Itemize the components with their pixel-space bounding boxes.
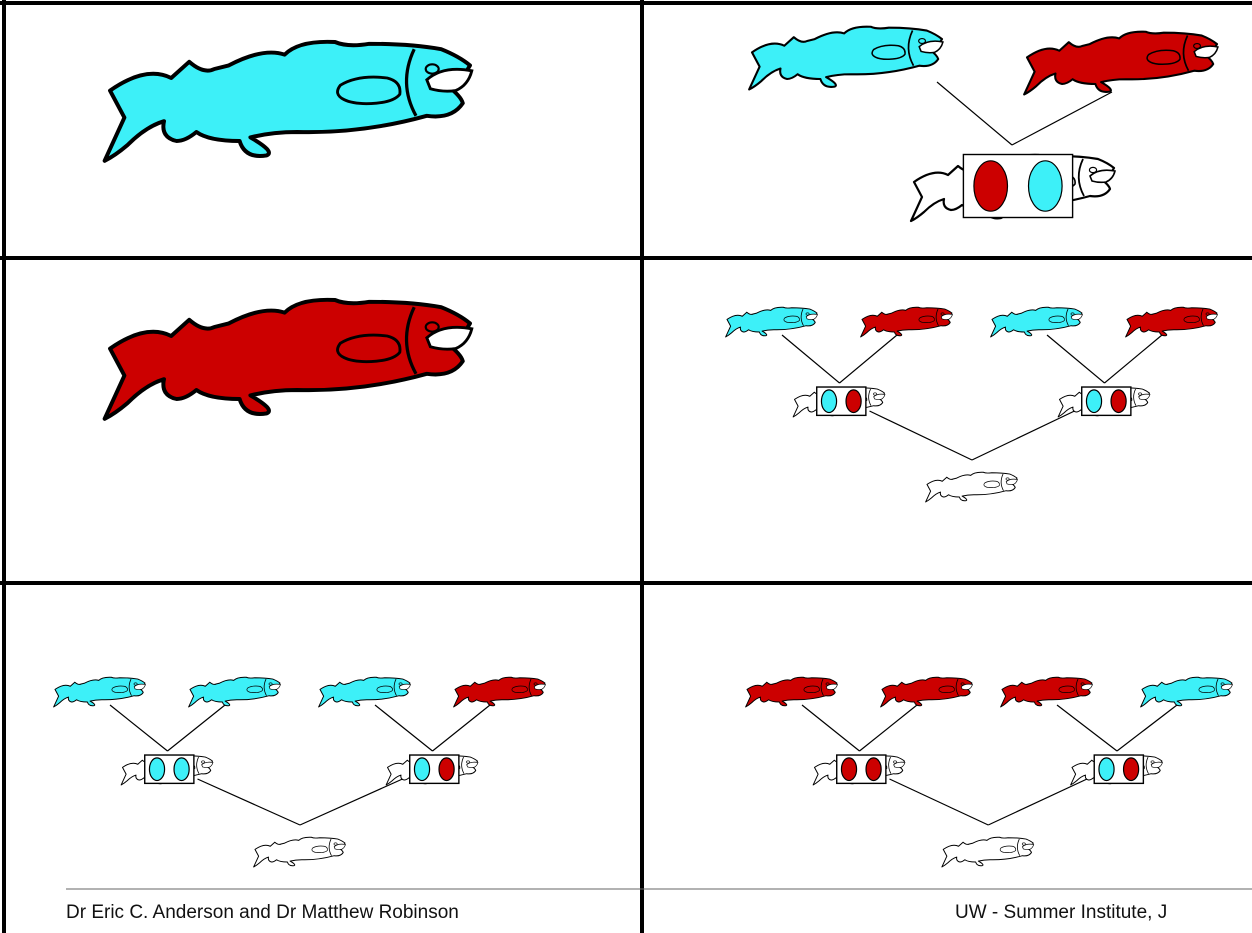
grandparent-fish-2 bbox=[188, 676, 281, 708]
allele-2 bbox=[1110, 389, 1127, 414]
line-p2 bbox=[987, 778, 1088, 826]
grandparent-fish-4 bbox=[453, 676, 546, 708]
parent-1 bbox=[120, 754, 214, 786]
allele-1 bbox=[973, 160, 1009, 212]
line-p1 bbox=[889, 778, 989, 826]
line-gp4 bbox=[432, 704, 491, 752]
parent-fish-1 bbox=[748, 25, 944, 91]
line-gp1 bbox=[801, 704, 860, 752]
line-p1 bbox=[869, 410, 973, 461]
grandparent-fish-2 bbox=[880, 676, 973, 708]
offspring-fish bbox=[925, 471, 1018, 503]
line-gp1 bbox=[109, 704, 168, 752]
parent-1 bbox=[812, 754, 906, 786]
allele-1 bbox=[820, 389, 838, 414]
footer-authors: Dr Eric C. Anderson and Dr Matthew Robin… bbox=[66, 902, 459, 923]
grandparent-fish-4 bbox=[1125, 306, 1218, 338]
allele-1 bbox=[1098, 757, 1115, 782]
grandparent-fish-3 bbox=[990, 306, 1083, 338]
line-gp2 bbox=[839, 334, 898, 384]
grandparent-fish-1 bbox=[53, 676, 146, 708]
allele-2 bbox=[1122, 757, 1140, 782]
panel-f1-hybrid bbox=[748, 25, 1219, 223]
line-gp4 bbox=[1116, 704, 1178, 752]
f1-offspring bbox=[909, 153, 1117, 223]
parent-2 bbox=[1070, 754, 1163, 786]
grandparent-fish-3 bbox=[1000, 676, 1093, 708]
panel-purebred-cyan bbox=[102, 39, 474, 163]
offspring-fish bbox=[253, 836, 346, 868]
grandparent-fish-4 bbox=[1140, 676, 1233, 708]
line-p2 bbox=[299, 778, 403, 826]
allele-2 bbox=[438, 757, 455, 782]
panel-backcross-cyan bbox=[53, 676, 546, 868]
allele-1 bbox=[1085, 389, 1103, 414]
line-gp4 bbox=[1104, 334, 1163, 384]
footer-institute: UW - Summer Institute, J bbox=[955, 902, 1168, 923]
allele-2 bbox=[1027, 160, 1063, 212]
line-gp1 bbox=[781, 334, 840, 384]
line-gp3 bbox=[1046, 334, 1105, 384]
line-p1 bbox=[197, 778, 301, 826]
line-gp2 bbox=[859, 704, 918, 752]
allele-1 bbox=[148, 757, 166, 782]
grandparent-fish-2 bbox=[860, 306, 953, 338]
offspring-fish bbox=[941, 836, 1035, 868]
grandparent-fish-3 bbox=[318, 676, 411, 708]
allele-1 bbox=[840, 757, 858, 782]
parent-1 bbox=[792, 386, 886, 418]
panel-purebred-red bbox=[102, 297, 474, 421]
line-gp3 bbox=[1056, 704, 1118, 752]
panels-layer bbox=[53, 25, 1233, 868]
parent-fish-2 bbox=[1023, 30, 1219, 96]
cross-line-2 bbox=[1011, 91, 1113, 146]
panel-f2-cross bbox=[725, 306, 1218, 503]
allele-2 bbox=[865, 757, 882, 782]
fish-population_b bbox=[102, 297, 474, 421]
line-gp3 bbox=[374, 704, 433, 752]
panel-backcross-red bbox=[745, 676, 1233, 868]
allele-2 bbox=[845, 389, 862, 414]
fish-population_a bbox=[102, 39, 474, 163]
cross-line-1 bbox=[936, 81, 1013, 146]
parent-2 bbox=[1057, 386, 1151, 418]
line-gp2 bbox=[167, 704, 226, 752]
allele-2 bbox=[173, 757, 190, 782]
grandparent-fish-1 bbox=[745, 676, 838, 708]
allele-1 bbox=[413, 757, 431, 782]
grandparent-fish-1 bbox=[725, 306, 818, 338]
line-p2 bbox=[971, 410, 1075, 461]
parent-2 bbox=[385, 754, 479, 786]
